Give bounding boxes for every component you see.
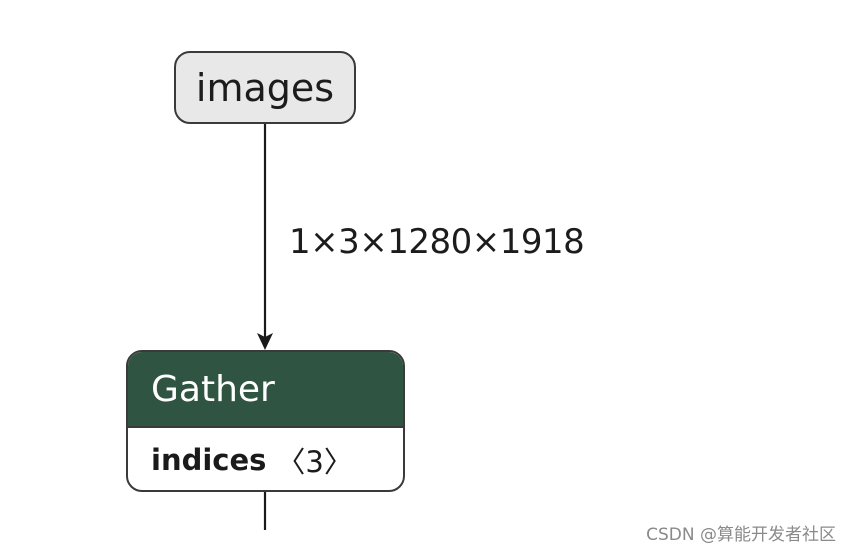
- arrowhead-icon: [257, 333, 273, 350]
- op-node-type: Gather: [151, 368, 275, 410]
- op-node-attribute-indices[interactable]: indices 〈3〉: [128, 426, 403, 490]
- attribute-value: 〈3〉: [276, 445, 353, 479]
- attribute-name: indices: [151, 443, 267, 477]
- watermark: CSDN @算能开发者社区: [646, 525, 836, 545]
- op-node-header: Gather: [128, 352, 403, 426]
- input-node-images[interactable]: images: [174, 51, 356, 124]
- op-node-gather[interactable]: Gather indices 〈3〉: [126, 350, 405, 492]
- edge-shape-label: 1×3×1280×1918: [289, 222, 585, 262]
- input-node-label: images: [195, 65, 335, 110]
